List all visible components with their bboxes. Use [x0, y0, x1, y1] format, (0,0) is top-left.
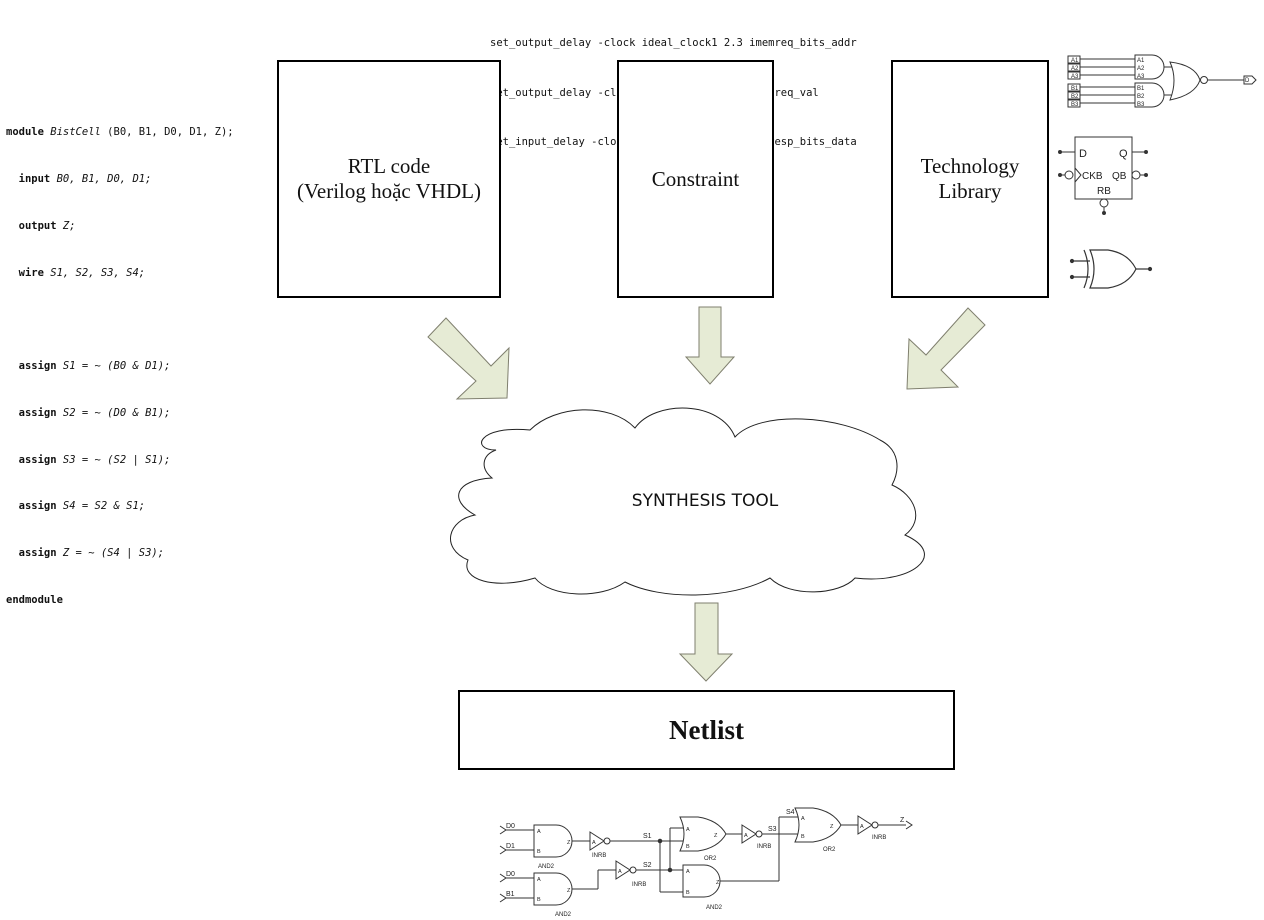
cell-label: OR2 [704, 856, 717, 862]
cell-label: AND2 [538, 864, 555, 870]
cell-label: INRB [872, 835, 886, 841]
netlist-schematic: D0 D1 D0 B1 S1 S2 S3 S4 Z A B Z A A B Z … [499, 807, 913, 918]
code-line: output Z; [6, 219, 76, 232]
net-label: D1 [506, 843, 515, 850]
code-line: assign S1 = ~ (B0 & D1); [6, 360, 171, 373]
net-label: S2 [643, 862, 652, 869]
net-label: B1 [506, 891, 515, 898]
pin-label: A [618, 869, 622, 875]
net-label: S4 [786, 809, 795, 816]
pin-label: A [537, 829, 541, 835]
pin-label: A [592, 840, 596, 846]
constraint-line: set_output_delay -clock ideal_clock1 2.3… [490, 37, 857, 49]
cell-label: OR2 [823, 847, 836, 853]
code-line: endmodule [6, 594, 63, 606]
aoi-pin-label: B3 [1071, 102, 1079, 108]
pin-label: A [801, 816, 805, 822]
constraint-box-label: Constraint [651, 166, 740, 191]
cell-label: INRB [632, 882, 646, 888]
pin-label: Z [567, 840, 571, 846]
pin-label: B [686, 844, 690, 850]
aoi-pin-label: B2 [1071, 94, 1079, 100]
pin-label: B [686, 890, 690, 896]
pin-label: Z [716, 880, 720, 886]
aoi-pin-label: A1 [1137, 58, 1145, 64]
rtl-box-subtitle: (Verilog hoặc VHDL) [297, 179, 481, 203]
aoi-pin-label: A3 [1071, 74, 1079, 80]
code-line: assign S4 = S2 & S1; [6, 500, 146, 513]
code-line: input B0, B1, D0, D1; [6, 172, 152, 185]
pin-label: A [686, 827, 690, 833]
constraint-box: Constraint [617, 60, 774, 298]
aoi-pin-label: A2 [1071, 66, 1079, 72]
net-label: D0 [506, 871, 515, 878]
aoi-pin-label: A3 [1137, 74, 1145, 80]
library-box-line1: Technology [920, 154, 1020, 178]
arrow-constraint-to-synthesis-icon [684, 306, 736, 385]
pin-label: Z [567, 888, 571, 894]
xor-gate-symbol [1069, 249, 1153, 289]
ff-pin-ckb: CKB [1082, 171, 1103, 182]
synthesis-tool-label: SYNTHESIS TOOL [631, 491, 779, 511]
aoi-gate-symbol: A1 A2 A3 B1 B2 B3 A1 A2 A3 B1 B2 B3 D [1067, 54, 1257, 108]
technology-library-box: Technology Library [891, 60, 1049, 298]
pin-label: B [537, 849, 541, 855]
code-line: assign Z = ~ (S4 | S3); [6, 547, 165, 560]
ff-pin-rb: RB [1097, 186, 1111, 197]
aoi-pin-label: B3 [1137, 102, 1145, 108]
cell-label: INRB [757, 844, 771, 850]
flip-flop-symbol: D Q CKB QB RB [1058, 136, 1148, 215]
arrow-synthesis-to-netlist-icon [678, 602, 734, 682]
code-line: assign S2 = ~ (D0 & B1); [6, 406, 171, 419]
rtl-box-title: RTL code [347, 154, 431, 178]
net-label: D0 [506, 823, 515, 830]
cell-label: AND2 [706, 905, 723, 911]
pin-label: B [801, 834, 805, 840]
aoi-output-label: D [1245, 78, 1250, 84]
aoi-pin-label: B1 [1137, 86, 1145, 92]
net-label: Z [900, 817, 905, 824]
pin-label: A [686, 869, 690, 875]
ff-pin-qb: QB [1112, 171, 1127, 182]
pin-label: Z [830, 824, 834, 830]
synthesis-cloud-icon [450, 407, 925, 596]
library-box-line2: Library [938, 179, 1002, 203]
arrow-library-to-synthesis-icon [906, 307, 986, 390]
net-label: S1 [643, 833, 652, 840]
cell-label: AND2 [555, 912, 572, 918]
aoi-pin-label: A1 [1071, 58, 1079, 64]
ff-pin-d: D [1079, 148, 1087, 160]
pin-label: Z [714, 833, 718, 839]
flow-arrows [427, 306, 986, 682]
pin-label: B [537, 897, 541, 903]
netlist-box-label: Netlist [669, 714, 744, 745]
aoi-pin-label: A2 [1137, 66, 1145, 72]
pin-label: A [860, 824, 864, 830]
netlist-box: Netlist [458, 690, 955, 770]
ff-pin-q: Q [1119, 148, 1128, 160]
rtl-code-box: RTL code (Verilog hoặc VHDL) [277, 60, 501, 298]
cell-label: INRB [592, 853, 606, 859]
arrow-rtl-to-synthesis-icon [427, 317, 510, 400]
verilog-code-listing: module BistCell (B0, B1, D0, D1, Z); inp… [6, 94, 234, 640]
code-line: assign S3 = ~ (S2 | S1); [6, 453, 171, 466]
code-line: module BistCell (B0, B1, D0, D1, Z); [6, 126, 234, 139]
net-label: S3 [768, 826, 777, 833]
aoi-pin-label: B1 [1071, 86, 1079, 92]
pin-label: A [537, 877, 541, 883]
code-line: wire S1, S2, S3, S4; [6, 266, 146, 279]
pin-label: A [744, 833, 748, 839]
aoi-pin-label: B2 [1137, 94, 1145, 100]
